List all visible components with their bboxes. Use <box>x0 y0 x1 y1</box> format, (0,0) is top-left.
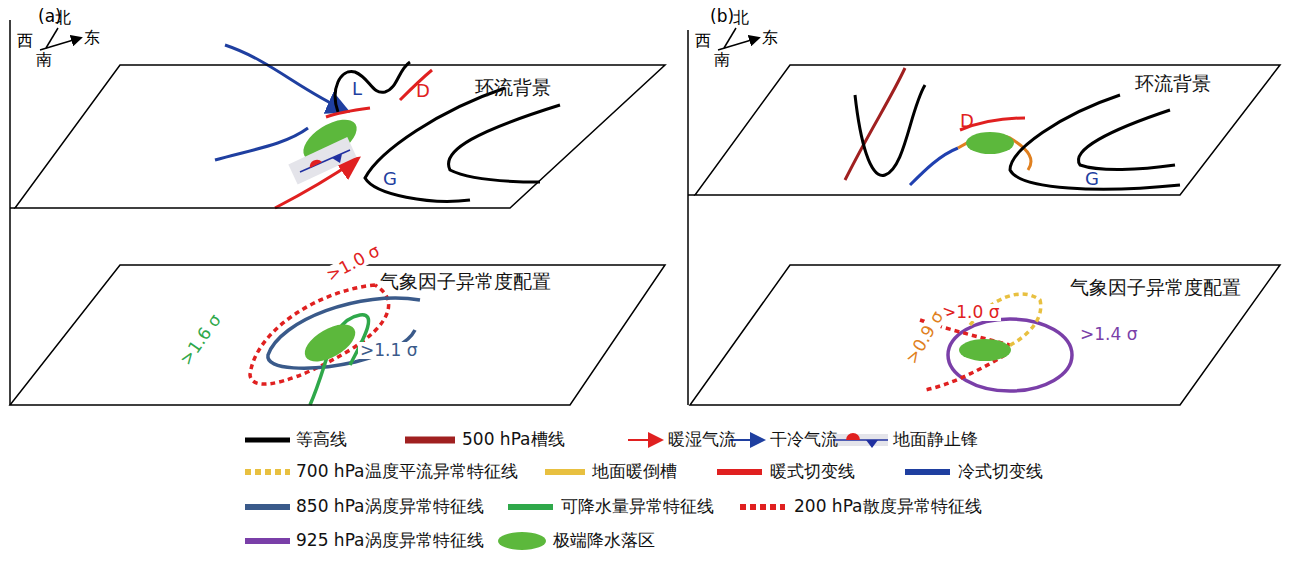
plane-panel: 环流背景 <box>15 65 665 208</box>
low-center: D <box>416 82 430 100</box>
low-center: D <box>960 112 974 130</box>
threshold-label: >1.1 σ <box>358 342 419 359</box>
legend-text: 700 hPa温度平流异常特征线 <box>296 463 518 480</box>
legend-text: 地面暖倒槽 <box>592 463 677 480</box>
compass-south: 南 <box>36 52 52 68</box>
low-center: L <box>352 80 362 98</box>
plane-outline <box>10 265 665 405</box>
threshold-label: >1.0 σ <box>940 304 1001 321</box>
threshold-label: >1.6 σ <box>176 310 225 370</box>
legend-text: 925 hPa涡度异常特征线 <box>296 532 484 549</box>
compass-east: 东 <box>762 30 778 46</box>
legend-text: 850 hPa涡度异常特征线 <box>296 498 484 515</box>
legend-text: 等高线 <box>296 431 347 448</box>
threshold-label: >1.4 σ <box>1078 326 1139 343</box>
plane-title: 环流背景 <box>475 75 551 101</box>
legend-text: 200 hPa散度异常特征线 <box>794 498 982 515</box>
plane-panel: 环流背景 <box>695 65 1280 195</box>
legend-text: 冷式切变线 <box>958 463 1043 480</box>
compass-north: 北 <box>733 10 749 26</box>
plane-title: 环流背景 <box>1135 71 1211 97</box>
legend-text: 可降水量异常特征线 <box>561 498 714 515</box>
legend-text: 暖湿气流 <box>668 431 736 448</box>
high-center: G <box>1085 170 1099 188</box>
plane-outline <box>15 65 665 208</box>
legend-text: 极端降水落区 <box>553 532 655 549</box>
panel-tag: (b) <box>710 8 734 25</box>
legend-text: 干冷气流 <box>770 431 838 448</box>
legend-text: 暖式切变线 <box>770 463 855 480</box>
compass-west: 西 <box>17 33 33 49</box>
compass-west: 西 <box>695 33 711 49</box>
threshold-label: >1.0 σ <box>322 241 384 285</box>
plane-panel: 气象因子异常度配置 <box>10 265 665 405</box>
compass-east: 东 <box>84 30 100 46</box>
threshold-label: >0.9 σ <box>902 307 947 369</box>
compass-south: 南 <box>714 52 730 68</box>
plane-title: 气象因子异常度配置 <box>1070 275 1241 301</box>
high-center: G <box>383 170 397 188</box>
legend-text: 地面静止锋 <box>893 431 978 448</box>
plane-panel: 气象因子异常度配置 <box>690 265 1280 405</box>
legend-text: 500 hPa槽线 <box>462 431 565 448</box>
plane-title: 气象因子异常度配置 <box>380 269 551 295</box>
compass-north: 北 <box>55 10 71 26</box>
